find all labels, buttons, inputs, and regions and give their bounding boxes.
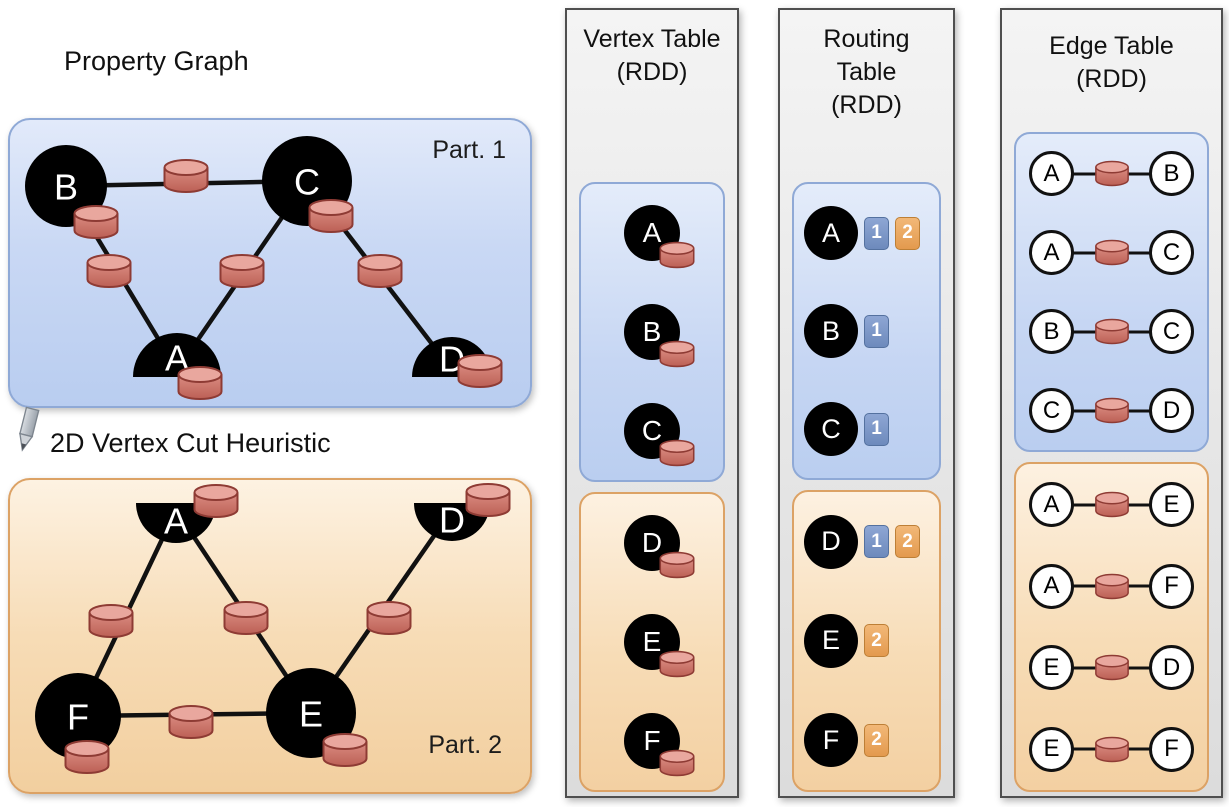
edge-property-cylinder-icon	[1094, 491, 1130, 518]
route-chip-part2: 2	[895, 216, 920, 250]
edge-entry: B C	[1016, 307, 1207, 357]
cut-heuristic-label: 2D Vertex Cut Heuristic	[50, 428, 331, 458]
vertex-property-cylinder-icon	[658, 749, 696, 777]
vertex-circle: E	[804, 613, 858, 668]
edge-dst-vertex: D	[1149, 388, 1194, 433]
routing-entry: D 1 2	[794, 514, 939, 569]
edge-dst-vertex: F	[1149, 726, 1194, 772]
edge-src-vertex: C	[1029, 388, 1074, 433]
vertex-circle: D	[804, 514, 858, 569]
routing-entry: E 2	[794, 613, 939, 668]
vertex-entry: E	[624, 613, 680, 670]
vertex-circle: F	[804, 713, 858, 768]
edge-property-cylinder-icon	[1094, 573, 1130, 600]
edge-src-vertex: A	[1029, 482, 1074, 528]
edge-table-title-line1: Edge Table	[1049, 32, 1174, 60]
edge-table-title: Edge Table (RDD)	[1002, 30, 1221, 96]
vertex-table-title: Vertex Table (RDD)	[567, 23, 737, 89]
routing-entry: C 1	[794, 402, 939, 456]
edge-entry: A B	[1016, 149, 1207, 199]
partition-2-label: Part. 2	[428, 731, 502, 759]
routing-table-title-line2: Table	[836, 58, 897, 86]
vertex-entry: F	[624, 712, 680, 769]
vertex-entry: A	[624, 205, 680, 261]
routing-table-title-line1: Routing	[823, 25, 910, 53]
edge-table-part2-box: A E A F E D E	[1014, 462, 1209, 792]
vertex-entry: B	[624, 303, 680, 360]
route-chip-part1: 1	[864, 216, 889, 250]
edge-src-vertex: E	[1029, 645, 1074, 691]
route-chip-part2: 2	[864, 624, 889, 658]
routing-table-column: Routing Table (RDD) A 1 2 B 1 C 1	[778, 8, 955, 798]
route-chip-part1: 1	[864, 412, 889, 446]
vertex-table-column: Vertex Table (RDD) A B C	[565, 8, 739, 798]
route-chip-part2: 2	[895, 525, 920, 559]
edge-entry: C D	[1016, 386, 1207, 436]
routing-entry: A 1 2	[794, 206, 939, 260]
routing-table-title-line3: (RDD)	[831, 91, 902, 119]
edge-dst-vertex: C	[1149, 309, 1194, 354]
vertex-circle: B	[804, 304, 858, 358]
partition-1-box: Part. 1	[8, 118, 532, 408]
edge-src-vertex: A	[1029, 151, 1074, 196]
vertex-property-cylinder-icon	[658, 340, 696, 368]
edge-dst-vertex: E	[1149, 482, 1194, 528]
edge-dst-vertex: F	[1149, 563, 1194, 609]
vertex-property-cylinder-icon	[658, 241, 696, 269]
edge-table-part1-box: A B A C B C C	[1014, 132, 1209, 452]
route-chip-part2: 2	[864, 723, 889, 757]
partition-1-label: Part. 1	[432, 136, 506, 164]
vertex-property-cylinder-icon	[658, 551, 696, 579]
vertex-circle: D	[624, 515, 680, 572]
vertex-table-title-line1: Vertex Table	[583, 25, 721, 53]
edge-property-cylinder-icon	[1094, 160, 1130, 187]
edge-property-cylinder-icon	[1094, 239, 1130, 266]
edge-src-vertex: B	[1029, 309, 1074, 354]
routing-entry: F 2	[794, 713, 939, 768]
vertex-table-part2-box: D E F	[579, 492, 725, 792]
vertex-property-cylinder-icon	[658, 650, 696, 678]
edge-property-cylinder-icon	[1094, 397, 1130, 424]
vertex-circle: A	[804, 206, 858, 260]
edge-entry: A F	[1016, 561, 1207, 611]
vertex-entry: D	[624, 515, 680, 571]
routing-table-part1-box: A 1 2 B 1 C 1	[792, 182, 941, 480]
page-title: Property Graph	[64, 46, 249, 76]
edge-dst-vertex: B	[1149, 151, 1194, 196]
edge-src-vertex: E	[1029, 726, 1074, 772]
vertex-table-title-line2: (RDD)	[616, 58, 688, 86]
edge-table-title-line2: (RDD)	[1076, 65, 1147, 93]
routing-entry: B 1	[794, 304, 939, 358]
edge-entry: E F	[1016, 724, 1207, 774]
edge-table-column: Edge Table (RDD) A B A C B	[1000, 8, 1223, 798]
vertex-entry: C	[624, 402, 680, 459]
edge-property-cylinder-icon	[1094, 736, 1130, 763]
routing-table-title: Routing Table (RDD)	[780, 23, 953, 122]
vertex-table-part1-box: A B C	[579, 182, 725, 482]
edge-src-vertex: A	[1029, 563, 1074, 609]
edge-property-cylinder-icon	[1094, 318, 1130, 345]
edge-property-cylinder-icon	[1094, 654, 1130, 681]
edge-dst-vertex: C	[1149, 230, 1194, 275]
vertex-circle: C	[804, 402, 858, 456]
edge-entry: E D	[1016, 643, 1207, 693]
route-chip-part1: 1	[864, 314, 889, 348]
partition-2-box: Part. 2	[8, 478, 532, 794]
route-chip-part1: 1	[864, 525, 889, 559]
edge-dst-vertex: D	[1149, 645, 1194, 691]
edge-entry: A E	[1016, 480, 1207, 530]
vertex-property-cylinder-icon	[658, 439, 696, 467]
edge-entry: A C	[1016, 228, 1207, 278]
edge-src-vertex: A	[1029, 230, 1074, 275]
pencil-icon	[19, 406, 40, 452]
routing-table-part2-box: D 1 2 E 2 F 2	[792, 490, 941, 792]
